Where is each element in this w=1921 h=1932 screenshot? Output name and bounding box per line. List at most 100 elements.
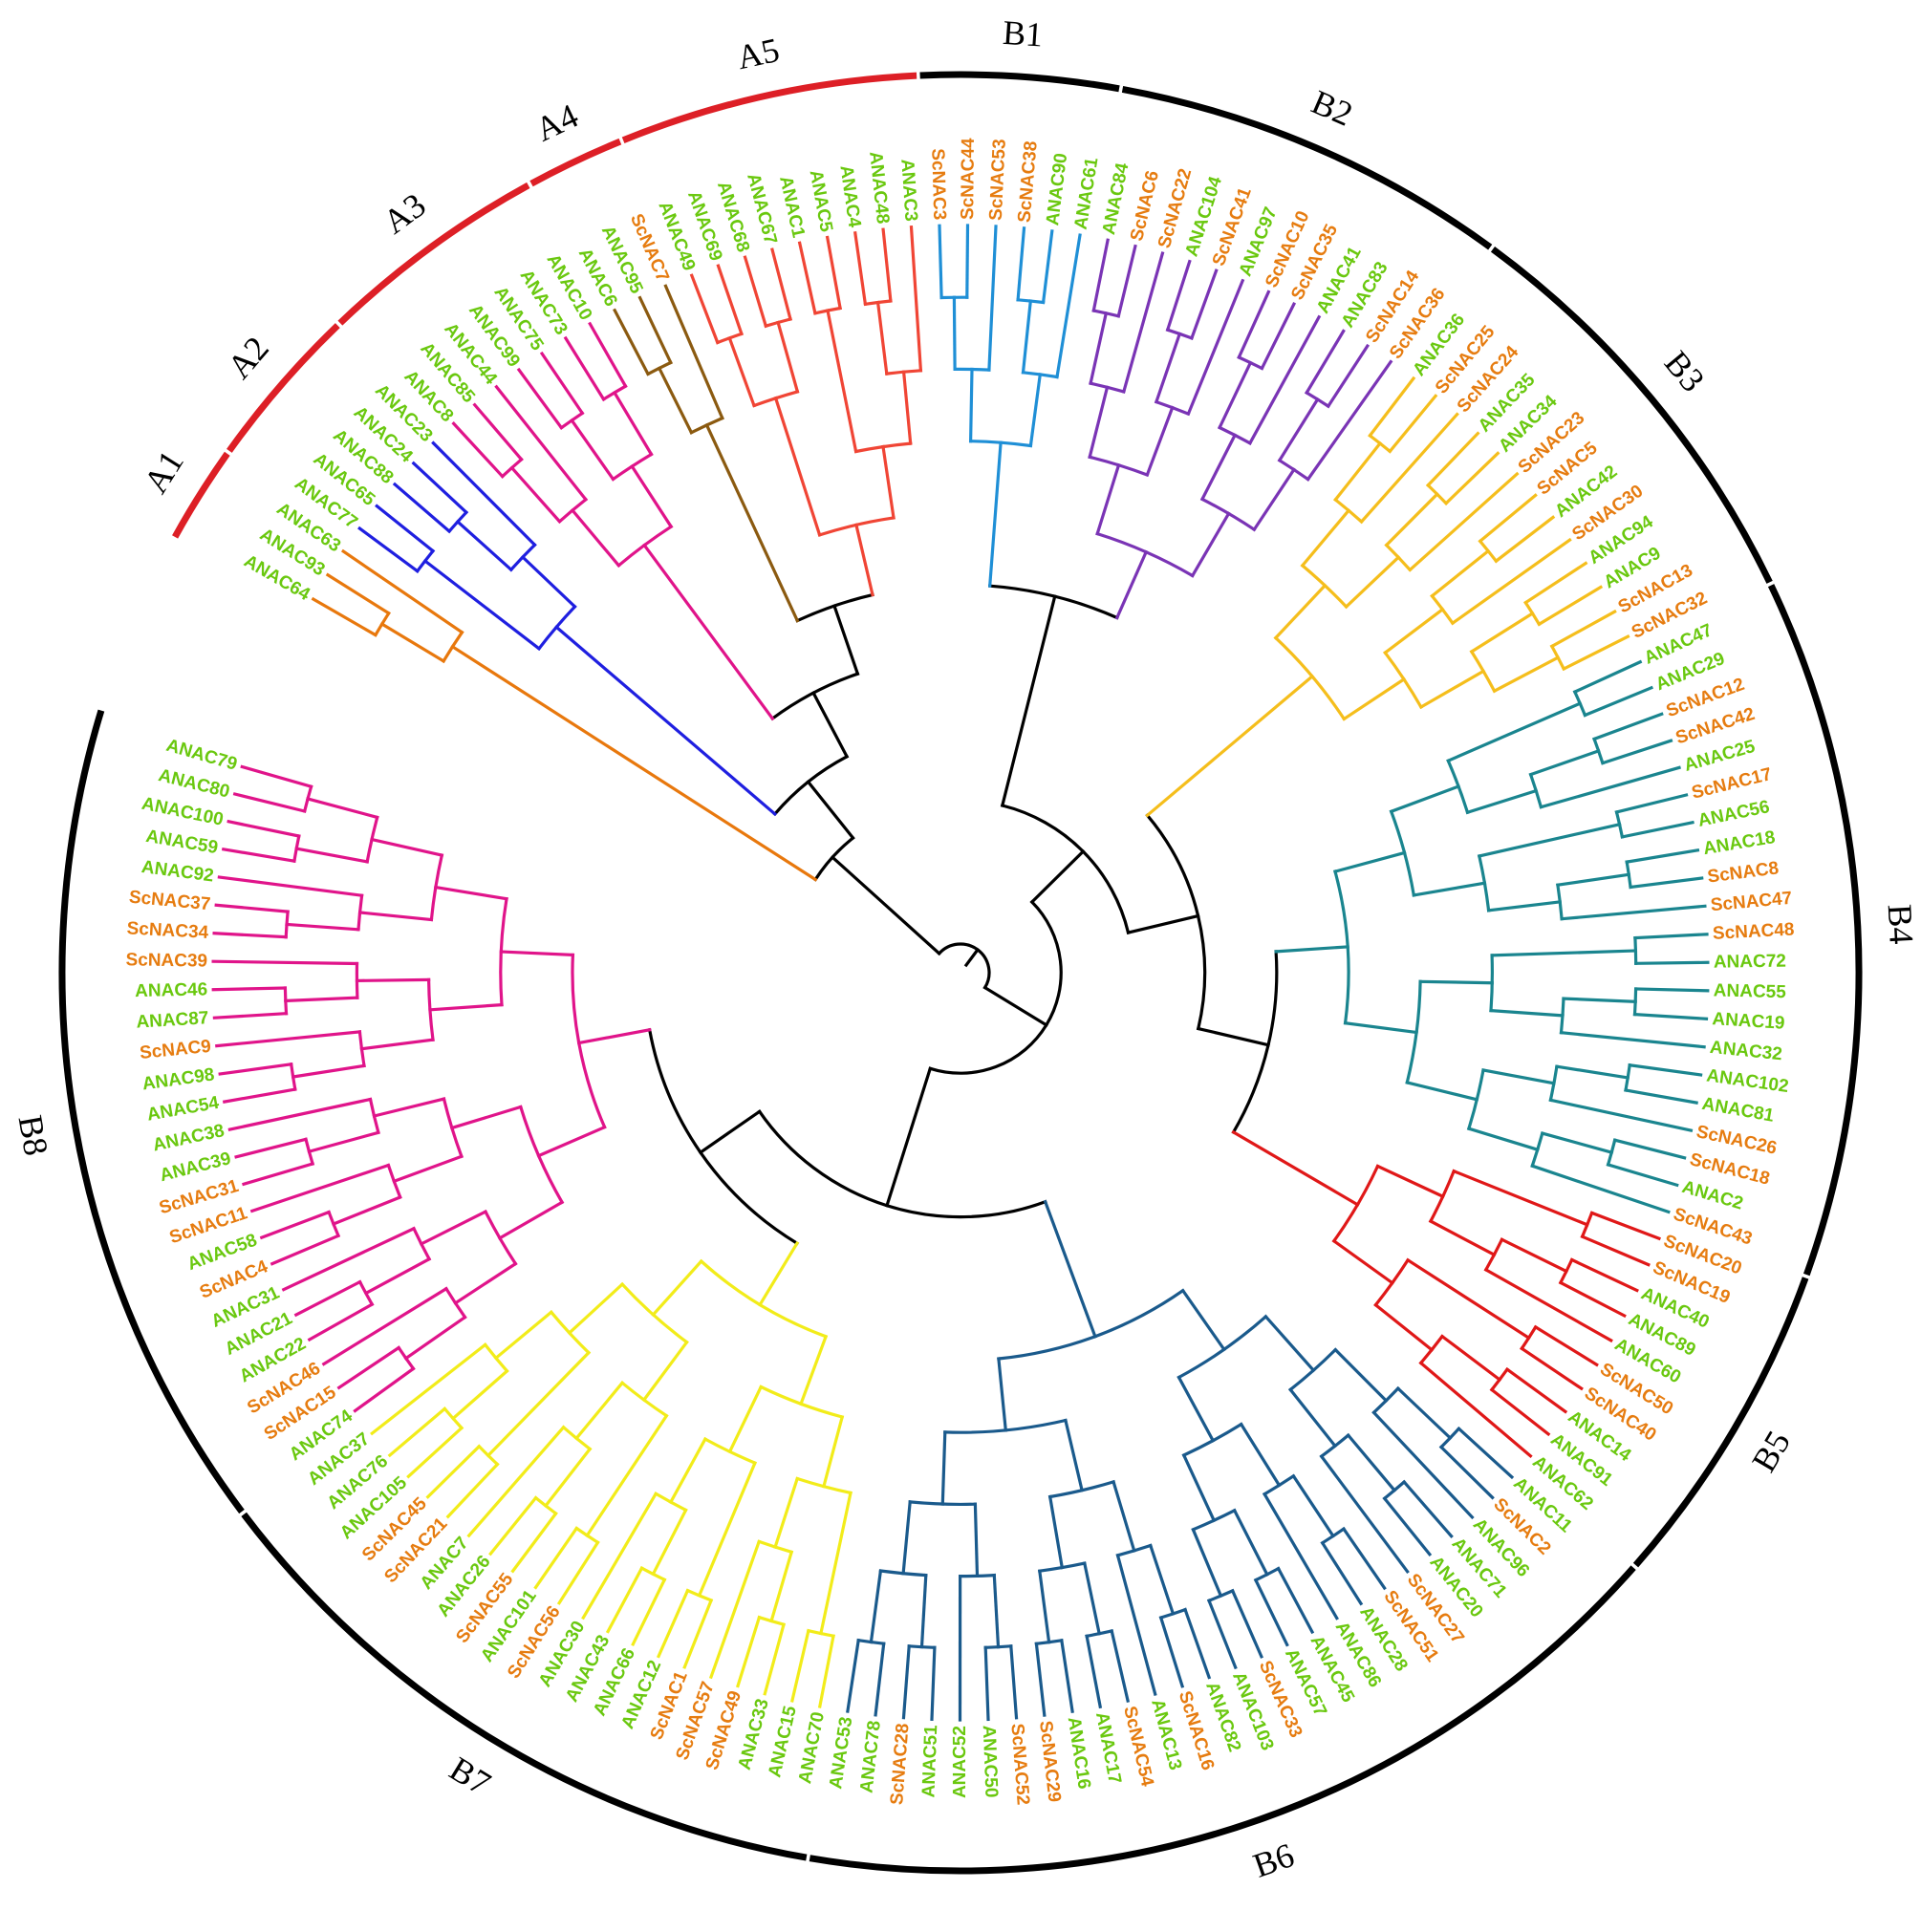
clade-arc-a2 [227,323,340,453]
internal-node-arc [396,1345,416,1371]
internal-node-arc [1478,539,1499,564]
leaf-label: ANAC87 [136,1008,209,1033]
internal-branch [306,797,379,820]
internal-node-arc [856,1638,886,1645]
internal-branch [1180,1288,1227,1352]
internal-branch [1239,1422,1282,1488]
leaf-branch [375,504,436,553]
internal-branch [585,1413,669,1538]
leaf-label: ANAC70 [795,1710,829,1786]
clade-label-b4: B4 [1881,903,1921,945]
internal-node-arc [751,389,800,408]
leaf-label: ANAC100 [140,794,225,830]
internal-branch [982,985,1048,1027]
leaf-branch [1230,1588,1264,1659]
leaf-branch [1359,412,1459,525]
leaf-branch [1319,1453,1410,1575]
leaf-branch [516,367,564,430]
leaf-label: ANAC50 [979,1725,1002,1798]
internal-node-arc [1277,458,1310,482]
leaf-label: ANAC1 [775,174,809,240]
leaf-branch [494,384,589,503]
leaf-branch [242,1162,315,1187]
leaf-branch [556,1540,600,1605]
internal-node-arc [1253,1566,1281,1582]
internal-branch [1466,1127,1540,1152]
internal-node-arc [1469,649,1497,694]
leaf-branch [1483,1267,1613,1343]
leaf-branch [1041,229,1054,305]
leaf-label: ANAC51 [918,1725,941,1798]
leaf-branch [763,1622,786,1696]
internal-node-arc [289,1062,297,1091]
leaf-branch [853,230,868,307]
leaf-branch [656,1588,690,1659]
leaf-label: ANAC5 [806,168,836,234]
internal-branch [973,1502,980,1578]
leaf-label: ANAC90 [1043,152,1071,226]
leaf-branch [613,308,651,376]
leaf-branch [1629,876,1704,890]
leaf-branch [227,1097,373,1132]
clade-arc-a3 [337,182,530,326]
leaf-label: ANAC78 [856,1720,884,1794]
internal-node-arc [356,893,364,932]
internal-node-arc [812,835,855,882]
internal-branch [727,335,757,408]
leaf-branch [1569,1257,1639,1293]
leaf-branch [1625,848,1700,864]
leaf-branch [259,1210,332,1240]
leaf-branch [1183,1607,1212,1680]
internal-branch [536,1125,607,1158]
internal-branch [357,911,434,922]
clade-label-b3: B3 [1657,344,1713,399]
internal-branch [422,558,542,652]
internal-node-arc [639,1566,667,1582]
leaf-label: ANAC80 [157,765,232,803]
internal-node-arc [1217,425,1253,445]
internal-node-arc [1331,1164,1380,1244]
internal-branch [1145,674,1315,818]
leaf-branch [212,1012,289,1020]
internal-node-arc [983,1644,1013,1649]
leaf-branch [1539,765,1681,809]
leaf-branch [1320,1540,1364,1606]
leaf-label: ANAC53 [826,1715,856,1790]
internal-node-arc [499,896,508,1007]
clade-label-b5: B5 [1744,1425,1798,1479]
internal-branch [875,300,889,376]
internal-node-arc [1520,1324,1538,1351]
internal-branch [1273,583,1327,640]
internal-branch [1477,822,1622,858]
clade-label-a2: A2 [220,329,276,385]
internal-branch [810,691,850,759]
leaf-branch [1425,431,1480,488]
internal-branch [1418,669,1486,710]
internal-branch [1000,594,1057,807]
internal-branch [1430,548,1491,598]
leaf-branch [392,482,452,534]
clade-arc-layer [58,71,1863,1875]
internal-branch [573,1381,625,1441]
internal-branch [1154,332,1182,404]
leaf-branch [743,255,768,329]
internal-node-arc [1389,809,1416,897]
internal-branch [901,370,913,445]
leaf-branch [1408,471,1520,572]
internal-node-arc [1446,759,1470,815]
leaf-label: ScNAC39 [125,950,207,971]
clade-arc-b1 [919,71,1120,93]
leaf-branch [1034,1642,1047,1717]
leaf-branch [411,461,469,515]
internal-branch [307,1130,380,1154]
internal-branch [798,1334,829,1406]
leaf-branch [588,321,628,389]
internal-node-arc [1373,1257,1411,1307]
internal-branch [1492,655,1561,694]
leaf-branch [689,273,720,345]
leaf-branch [1523,561,1588,605]
internal-node-arc [443,1286,467,1320]
internal-node-arc [619,1281,689,1344]
leaf-branch [240,764,313,789]
leaf-branch [1450,537,1572,626]
